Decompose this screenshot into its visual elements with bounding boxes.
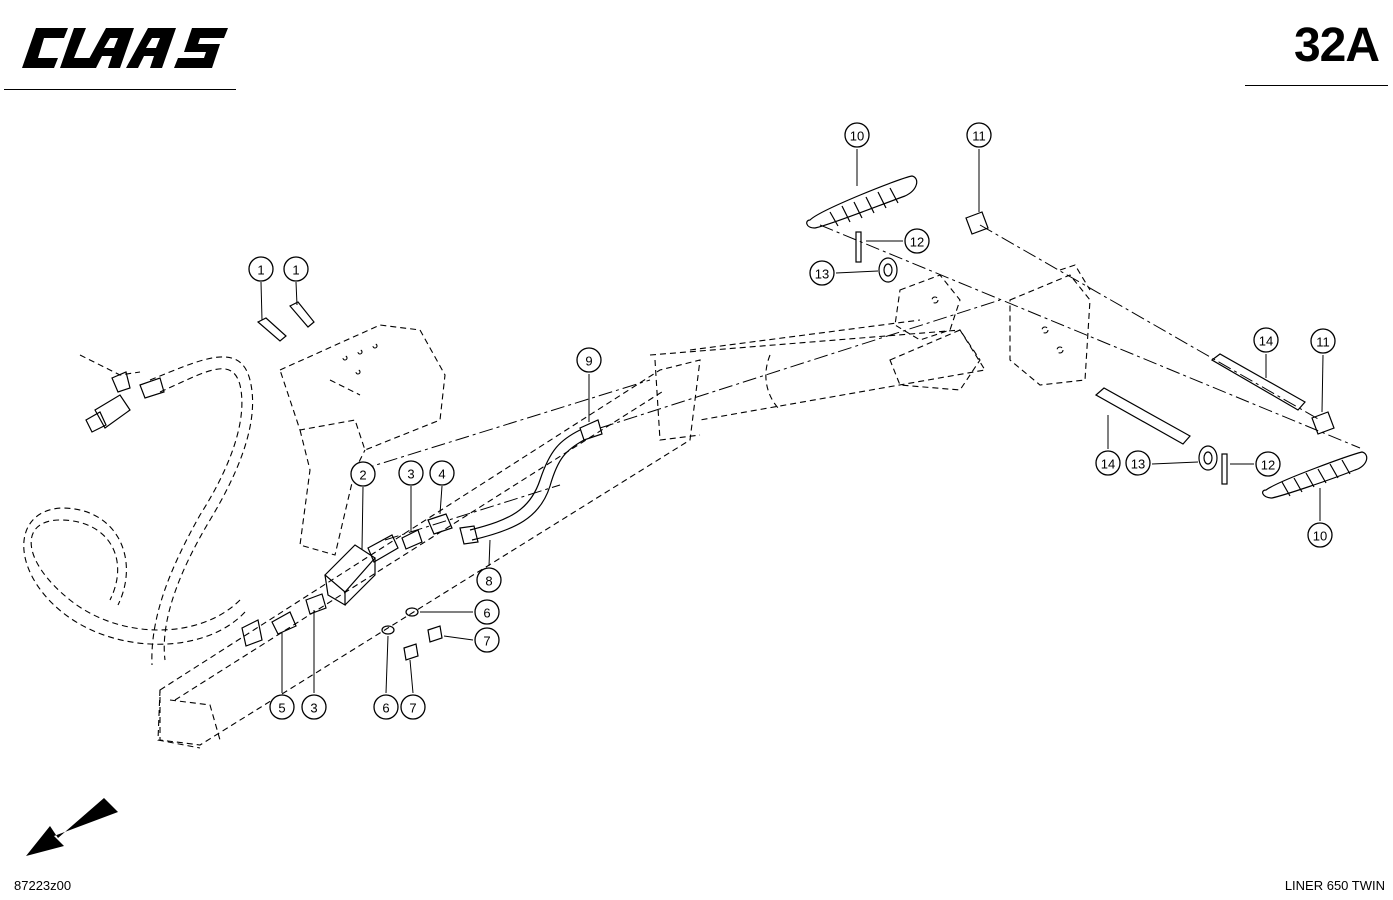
header-rule-right bbox=[1245, 85, 1388, 86]
callout-10: 10 bbox=[1307, 522, 1333, 548]
springs bbox=[806, 175, 1368, 499]
callout-label: 6 bbox=[382, 701, 389, 716]
bolts bbox=[256, 301, 315, 342]
callout-8: 8 bbox=[476, 567, 502, 593]
callout-11: 11 bbox=[966, 122, 992, 148]
fittings bbox=[241, 513, 453, 647]
callout-label: 8 bbox=[485, 574, 492, 589]
callout-label: 11 bbox=[972, 129, 986, 144]
washers-and-split-pins bbox=[855, 231, 1228, 485]
callout-14: 14 bbox=[1253, 327, 1279, 353]
hydraulic-hose-loop bbox=[23, 354, 254, 666]
callout-14: 14 bbox=[1095, 450, 1121, 476]
callout-label: 4 bbox=[438, 467, 445, 482]
callout-label: 14 bbox=[1259, 334, 1273, 349]
callout-label: 13 bbox=[1131, 457, 1145, 472]
callout-6: 6 bbox=[474, 599, 500, 625]
callout-10: 10 bbox=[844, 122, 870, 148]
callout-label: 3 bbox=[310, 701, 317, 716]
bushings bbox=[965, 211, 1335, 435]
callout-11: 11 bbox=[1310, 328, 1336, 354]
frame-beam bbox=[157, 319, 986, 749]
callout-label: 2 bbox=[359, 468, 366, 483]
callout-label: 5 bbox=[278, 701, 285, 716]
claas-logo bbox=[22, 28, 228, 68]
callout-7: 7 bbox=[474, 627, 500, 653]
callout-label: 7 bbox=[409, 701, 416, 716]
callout-13: 13 bbox=[1125, 450, 1151, 476]
coupling-fitting bbox=[85, 371, 165, 433]
callout-1: 1 bbox=[248, 256, 274, 282]
callout-label: 6 bbox=[483, 606, 490, 621]
callout-label: 3 bbox=[407, 467, 414, 482]
callout-3: 3 bbox=[301, 694, 327, 720]
callout-label: 12 bbox=[910, 235, 924, 250]
direction-arrow-icon bbox=[26, 798, 118, 856]
callout-12: 12 bbox=[904, 228, 930, 254]
callout-label: 13 bbox=[815, 267, 829, 282]
callout-2: 2 bbox=[350, 461, 376, 487]
callout-6: 6 bbox=[373, 694, 399, 720]
hydraulic-hose bbox=[459, 429, 585, 545]
model-name: LINER 650 TWIN bbox=[1284, 878, 1385, 893]
callout-label: 10 bbox=[850, 129, 864, 144]
drawing-id: 87223z00 bbox=[14, 878, 72, 893]
callout-label: 1 bbox=[257, 263, 264, 278]
callout-label: 7 bbox=[483, 634, 490, 649]
centre-lines bbox=[359, 224, 1361, 541]
header-rule-left bbox=[4, 89, 236, 90]
pivot-bracket bbox=[889, 264, 1091, 391]
callout-label: 1 bbox=[292, 263, 299, 278]
callout-7: 7 bbox=[400, 694, 426, 720]
callout-4: 4 bbox=[429, 460, 455, 486]
pins bbox=[1094, 353, 1306, 445]
callout-1: 1 bbox=[283, 256, 309, 282]
callout-label: 14 bbox=[1101, 457, 1115, 472]
callout-3: 3 bbox=[398, 460, 424, 486]
valve-block bbox=[324, 534, 399, 607]
callout-label: 10 bbox=[1313, 529, 1327, 544]
callout-label: 11 bbox=[1316, 335, 1330, 350]
elbow-fitting bbox=[579, 419, 603, 441]
page-number: 32A bbox=[1293, 19, 1380, 72]
washers-nuts bbox=[381, 607, 443, 661]
callout-label: 12 bbox=[1261, 458, 1275, 473]
leader-lines bbox=[260, 149, 1324, 694]
callout-13: 13 bbox=[809, 260, 835, 286]
callout-label: 9 bbox=[585, 354, 592, 369]
callout-12: 12 bbox=[1255, 451, 1281, 477]
callout-9: 9 bbox=[576, 347, 602, 373]
callout-5: 5 bbox=[269, 694, 295, 720]
